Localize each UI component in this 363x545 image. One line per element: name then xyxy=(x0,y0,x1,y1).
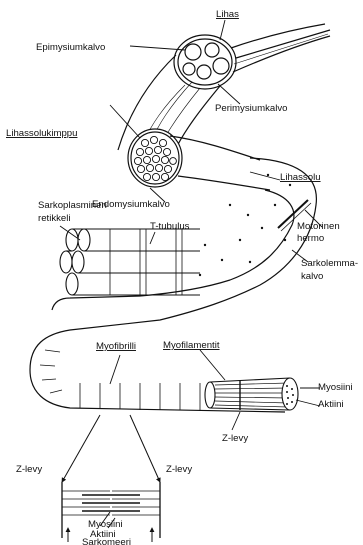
label-myosiini-right: Myosiini xyxy=(318,382,353,393)
fascicle-drawing xyxy=(128,129,270,190)
label-z-levy-mid: Z-levy xyxy=(222,433,248,444)
label-t-tubulus: T-tubulus xyxy=(150,221,190,232)
label-myofibrilli: Myofibrilli xyxy=(96,341,136,352)
myofibril-cylinders xyxy=(60,229,200,295)
label-epimysiumkalvo: Epimysiumkalvo xyxy=(36,42,105,53)
myofibril-detail xyxy=(205,378,298,410)
label-hermo: hermo xyxy=(297,233,324,244)
label-lihassolu: Lihassolu xyxy=(280,172,321,183)
label-sarkomeeri: Sarkomeeri xyxy=(82,537,131,545)
label-z-levy-right: Z-levy xyxy=(166,464,192,475)
label-z-levy-left: Z-levy xyxy=(16,464,42,475)
label-perimysiumkalvo: Perimysiumkalvo xyxy=(215,103,288,114)
label-lihassolukimppu: Lihassolukimppu xyxy=(6,128,77,139)
label-sarkolemma-kalvo: kalvo xyxy=(301,271,323,282)
label-motorinen: Motorinen xyxy=(297,221,340,232)
label-aktiini-right: Aktiini xyxy=(318,399,344,410)
label-sarkolemma: Sarkolemma- xyxy=(301,258,358,269)
label-myofilamentit: Myofilamentit xyxy=(163,340,220,351)
label-lihas: Lihas xyxy=(216,9,239,20)
label-retikkeli: retikkeli xyxy=(38,213,71,224)
label-sarkoplasminen: Sarkoplasminen xyxy=(38,200,107,211)
